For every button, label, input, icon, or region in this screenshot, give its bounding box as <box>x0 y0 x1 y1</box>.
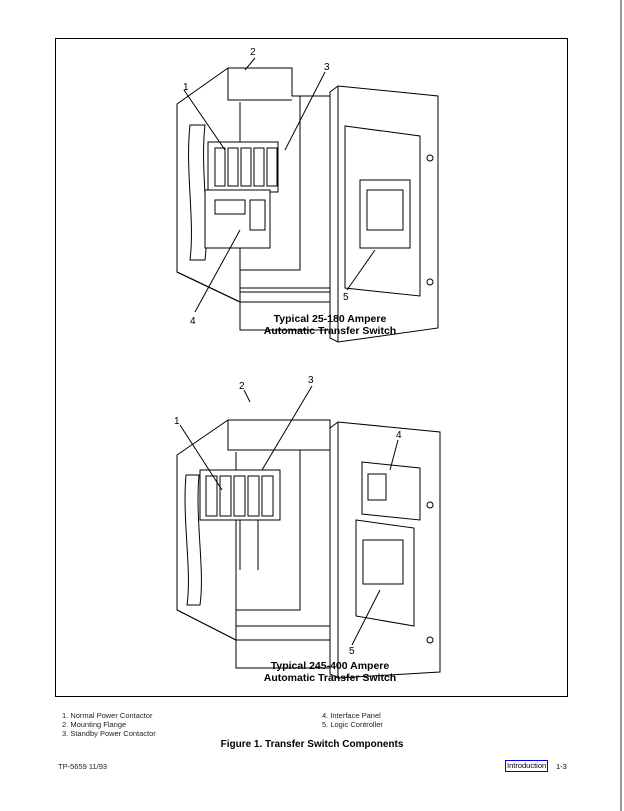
page-number: 1-3 <box>556 762 567 771</box>
legend-item: 1. Normal Power Contactor <box>62 711 153 720</box>
top-callout-5: 5 <box>343 292 349 303</box>
bottom-callout-1: 1 <box>174 416 180 427</box>
bottom-cabinet-drawing <box>176 385 441 679</box>
legend-item: 3. Standby Power Contactor <box>62 729 156 738</box>
top-callout-4: 4 <box>190 316 196 327</box>
top-callout-2: 2 <box>250 47 256 58</box>
section-link-introduction[interactable]: Introduction <box>505 760 549 772</box>
page-edge <box>620 0 622 811</box>
top-caption-line2: Automatic Transfer Switch <box>263 325 397 337</box>
top-figure-caption: Typical 25-180 Ampere Automatic Transfer… <box>240 313 420 337</box>
top-callout-1: 1 <box>183 82 189 93</box>
figure-title: Figure 1. Transfer Switch Components <box>220 739 404 750</box>
bottom-caption-line2: Automatic Transfer Switch <box>263 672 397 684</box>
bottom-callout-2: 2 <box>239 381 245 392</box>
legend-item: 4. Interface Panel <box>322 711 381 720</box>
legend-item: 2. Mounting Flange <box>62 720 127 729</box>
bottom-callout-3: 3 <box>308 375 314 386</box>
figure-frame <box>55 38 568 697</box>
bottom-figure-caption: Typical 245-400 Ampere Automatic Transfe… <box>240 660 420 684</box>
document-id: TP-5659 11/93 <box>58 762 108 771</box>
top-callout-3: 3 <box>324 62 330 73</box>
legend-left: 1. Normal Power Contactor 2. Mounting Fl… <box>62 711 156 738</box>
bottom-callout-4: 4 <box>396 430 402 441</box>
legend-right: 4. Interface Panel 5. Logic Controller <box>322 711 383 729</box>
bottom-callout-5: 5 <box>349 646 355 657</box>
top-cabinet-drawing <box>176 57 439 343</box>
top-caption-line1: Typical 25-180 Ampere <box>273 313 387 325</box>
bottom-caption-line1: Typical 245-400 Ampere <box>270 660 390 672</box>
legend-item: 5. Logic Controller <box>322 720 383 729</box>
